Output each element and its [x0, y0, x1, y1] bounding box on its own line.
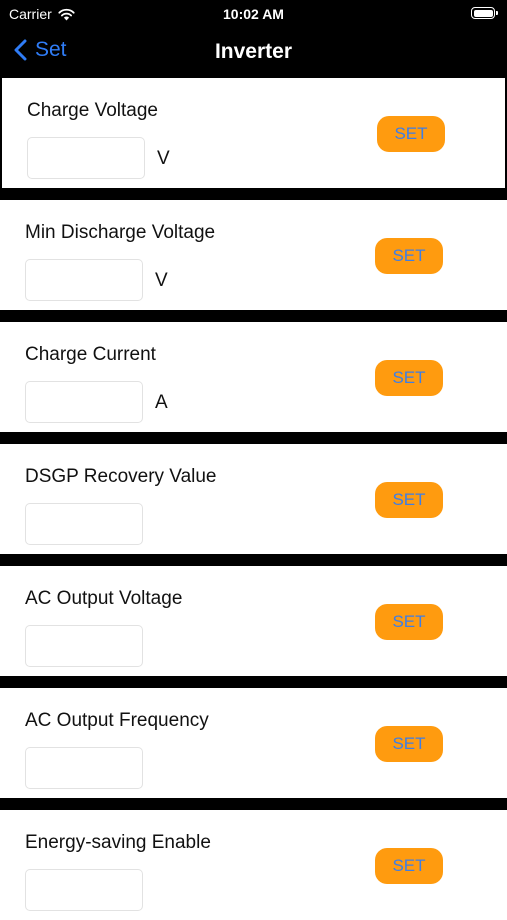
dsgp-recovery-value-input[interactable] [25, 503, 143, 545]
setting-label: AC Output Voltage [25, 588, 183, 609]
setting-row-min-discharge-voltage: Min Discharge Voltage V SET [0, 200, 507, 310]
set-button[interactable]: SET [375, 726, 443, 762]
setting-label: DSGP Recovery Value [25, 466, 217, 487]
status-bar: Carrier 10:02 AM [0, 0, 507, 28]
setting-label: AC Output Frequency [25, 710, 209, 731]
set-button[interactable]: SET [375, 604, 443, 640]
set-button[interactable]: SET [377, 116, 445, 152]
back-button[interactable]: Set [14, 38, 67, 62]
set-button[interactable]: SET [375, 482, 443, 518]
unit-label: V [155, 270, 168, 291]
ac-output-frequency-input[interactable] [25, 747, 143, 789]
page-title: Inverter [214, 40, 293, 63]
setting-label: Charge Voltage [27, 100, 158, 121]
setting-row-charge-current: Charge Current A SET [0, 322, 507, 432]
setting-row-dsgp-recovery-value: DSGP Recovery Value SET [0, 444, 507, 554]
navigation-bar: Set Inverter [0, 28, 507, 78]
setting-row-charge-voltage: Charge Voltage V SET [2, 78, 505, 188]
setting-label: Charge Current [25, 344, 156, 365]
status-time: 10:02 AM [223, 6, 284, 22]
set-button[interactable]: SET [375, 848, 443, 884]
ac-output-voltage-input[interactable] [25, 625, 143, 667]
min-discharge-voltage-input[interactable] [25, 259, 143, 301]
carrier-group: Carrier [9, 6, 75, 22]
setting-label: Energy-saving Enable [25, 832, 211, 853]
set-button[interactable]: SET [375, 238, 443, 274]
unit-label: A [155, 392, 168, 413]
charge-current-input[interactable] [25, 381, 143, 423]
setting-label: Min Discharge Voltage [25, 222, 216, 243]
back-button-label: Set [35, 38, 67, 61]
wifi-icon [58, 8, 75, 20]
battery-icon [471, 7, 498, 19]
setting-row-ac-output-voltage: AC Output Voltage SET [0, 566, 507, 676]
setting-row-ac-output-frequency: AC Output Frequency SET [0, 688, 507, 798]
energy-saving-enable-input[interactable] [25, 869, 143, 911]
set-button[interactable]: SET [375, 360, 443, 396]
charge-voltage-input[interactable] [27, 137, 145, 179]
setting-row-energy-saving-enable: Energy-saving Enable SET [0, 810, 507, 920]
unit-label: V [157, 148, 170, 169]
carrier-label: Carrier [9, 6, 52, 22]
chevron-left-icon [14, 39, 27, 61]
